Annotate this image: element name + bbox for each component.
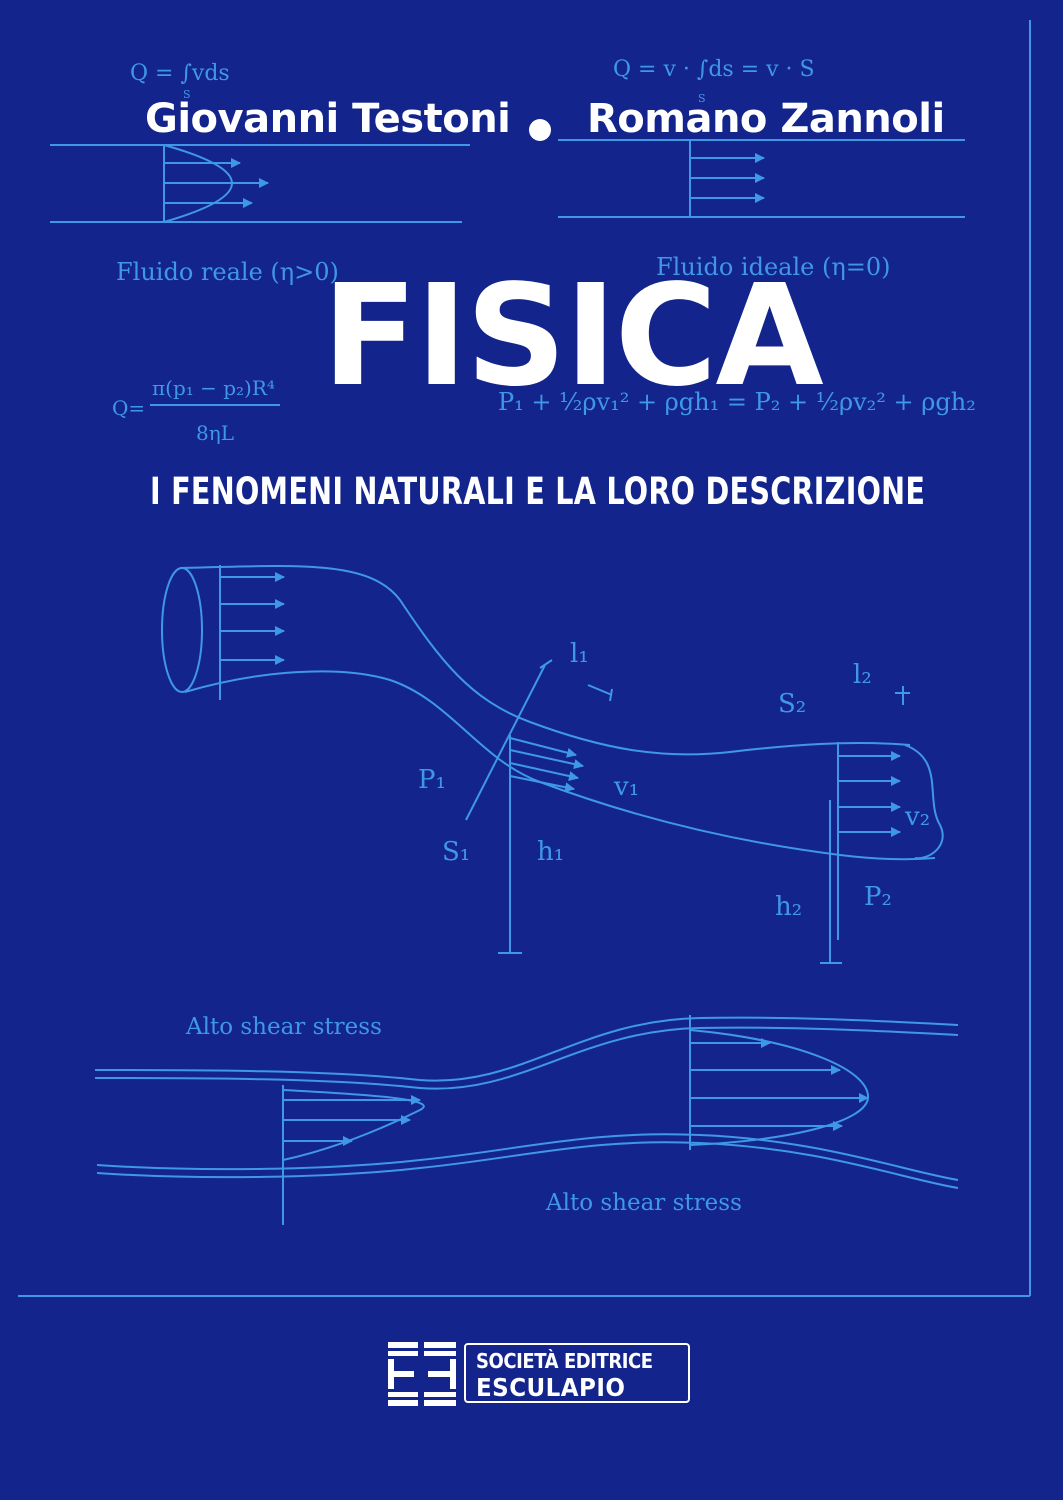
real-fluid-label: Fluido reale (η>0) — [116, 258, 339, 286]
label-s1: S₁ — [442, 837, 470, 867]
real-fluid-diagram — [50, 144, 470, 223]
label-l2: l₂ — [853, 660, 872, 690]
shear-label-top: Alto shear stress — [185, 1014, 382, 1040]
flow-integral-subscript: S — [183, 88, 191, 101]
flow-ideal-subscript: S — [698, 92, 706, 105]
poiseuille-denominator: 8ηL — [196, 421, 234, 445]
flow-integral-formula: Q = ∫vds — [130, 61, 230, 86]
ideal-fluid-label: Fluido ideale (η=0) — [656, 253, 890, 281]
poiseuille-lhs: Q= — [112, 396, 145, 420]
label-p1: P₁ — [418, 765, 446, 795]
authors: Giovanni Testoni Romano Zannoli — [0, 96, 1063, 160]
ideal-fluid-diagram — [558, 139, 965, 218]
author-1: Giovanni Testoni — [145, 96, 511, 142]
label-v2: v₂ — [904, 802, 930, 832]
publisher-name-line2: ESCULAPIO — [476, 1373, 626, 1402]
book-subtitle: I FENOMENI NATURALI E LA LORO DESCRIZION… — [150, 470, 926, 513]
publisher-name-line1: SOCIETÀ EDITRICE — [476, 1349, 653, 1373]
shear-stress-diagram — [94, 1015, 959, 1225]
publisher-logo: SOCIETÀ EDITRICE ESCULAPIO — [388, 1342, 698, 1406]
esculapio-logo-icon — [388, 1342, 456, 1406]
label-v1: v₁ — [613, 772, 639, 802]
label-l1: l₁ — [570, 639, 589, 669]
author-separator-dot — [529, 119, 551, 141]
label-h2: h₂ — [775, 892, 802, 922]
author-2: Romano Zannoli — [587, 96, 945, 142]
bernoulli-equation: P₁ + ½ρv₁² + ρgh₁ = P₂ + ½ρv₂² + ρgh₂ — [498, 388, 976, 416]
flow-ideal-formula: Q = v · ∫ds = v · S — [613, 57, 815, 82]
bernoulli-tube-diagram — [161, 565, 944, 964]
label-h1: h₁ — [537, 837, 564, 867]
shear-label-bottom: Alto shear stress — [545, 1190, 742, 1216]
label-s2: S₂ — [778, 689, 806, 719]
label-p2: P₂ — [864, 882, 892, 912]
poiseuille-numerator: π(p₁ − p₂)R⁴ — [152, 376, 275, 400]
book-title: FISICA — [322, 255, 824, 418]
publisher-name-box: SOCIETÀ EDITRICE ESCULAPIO — [464, 1343, 690, 1403]
